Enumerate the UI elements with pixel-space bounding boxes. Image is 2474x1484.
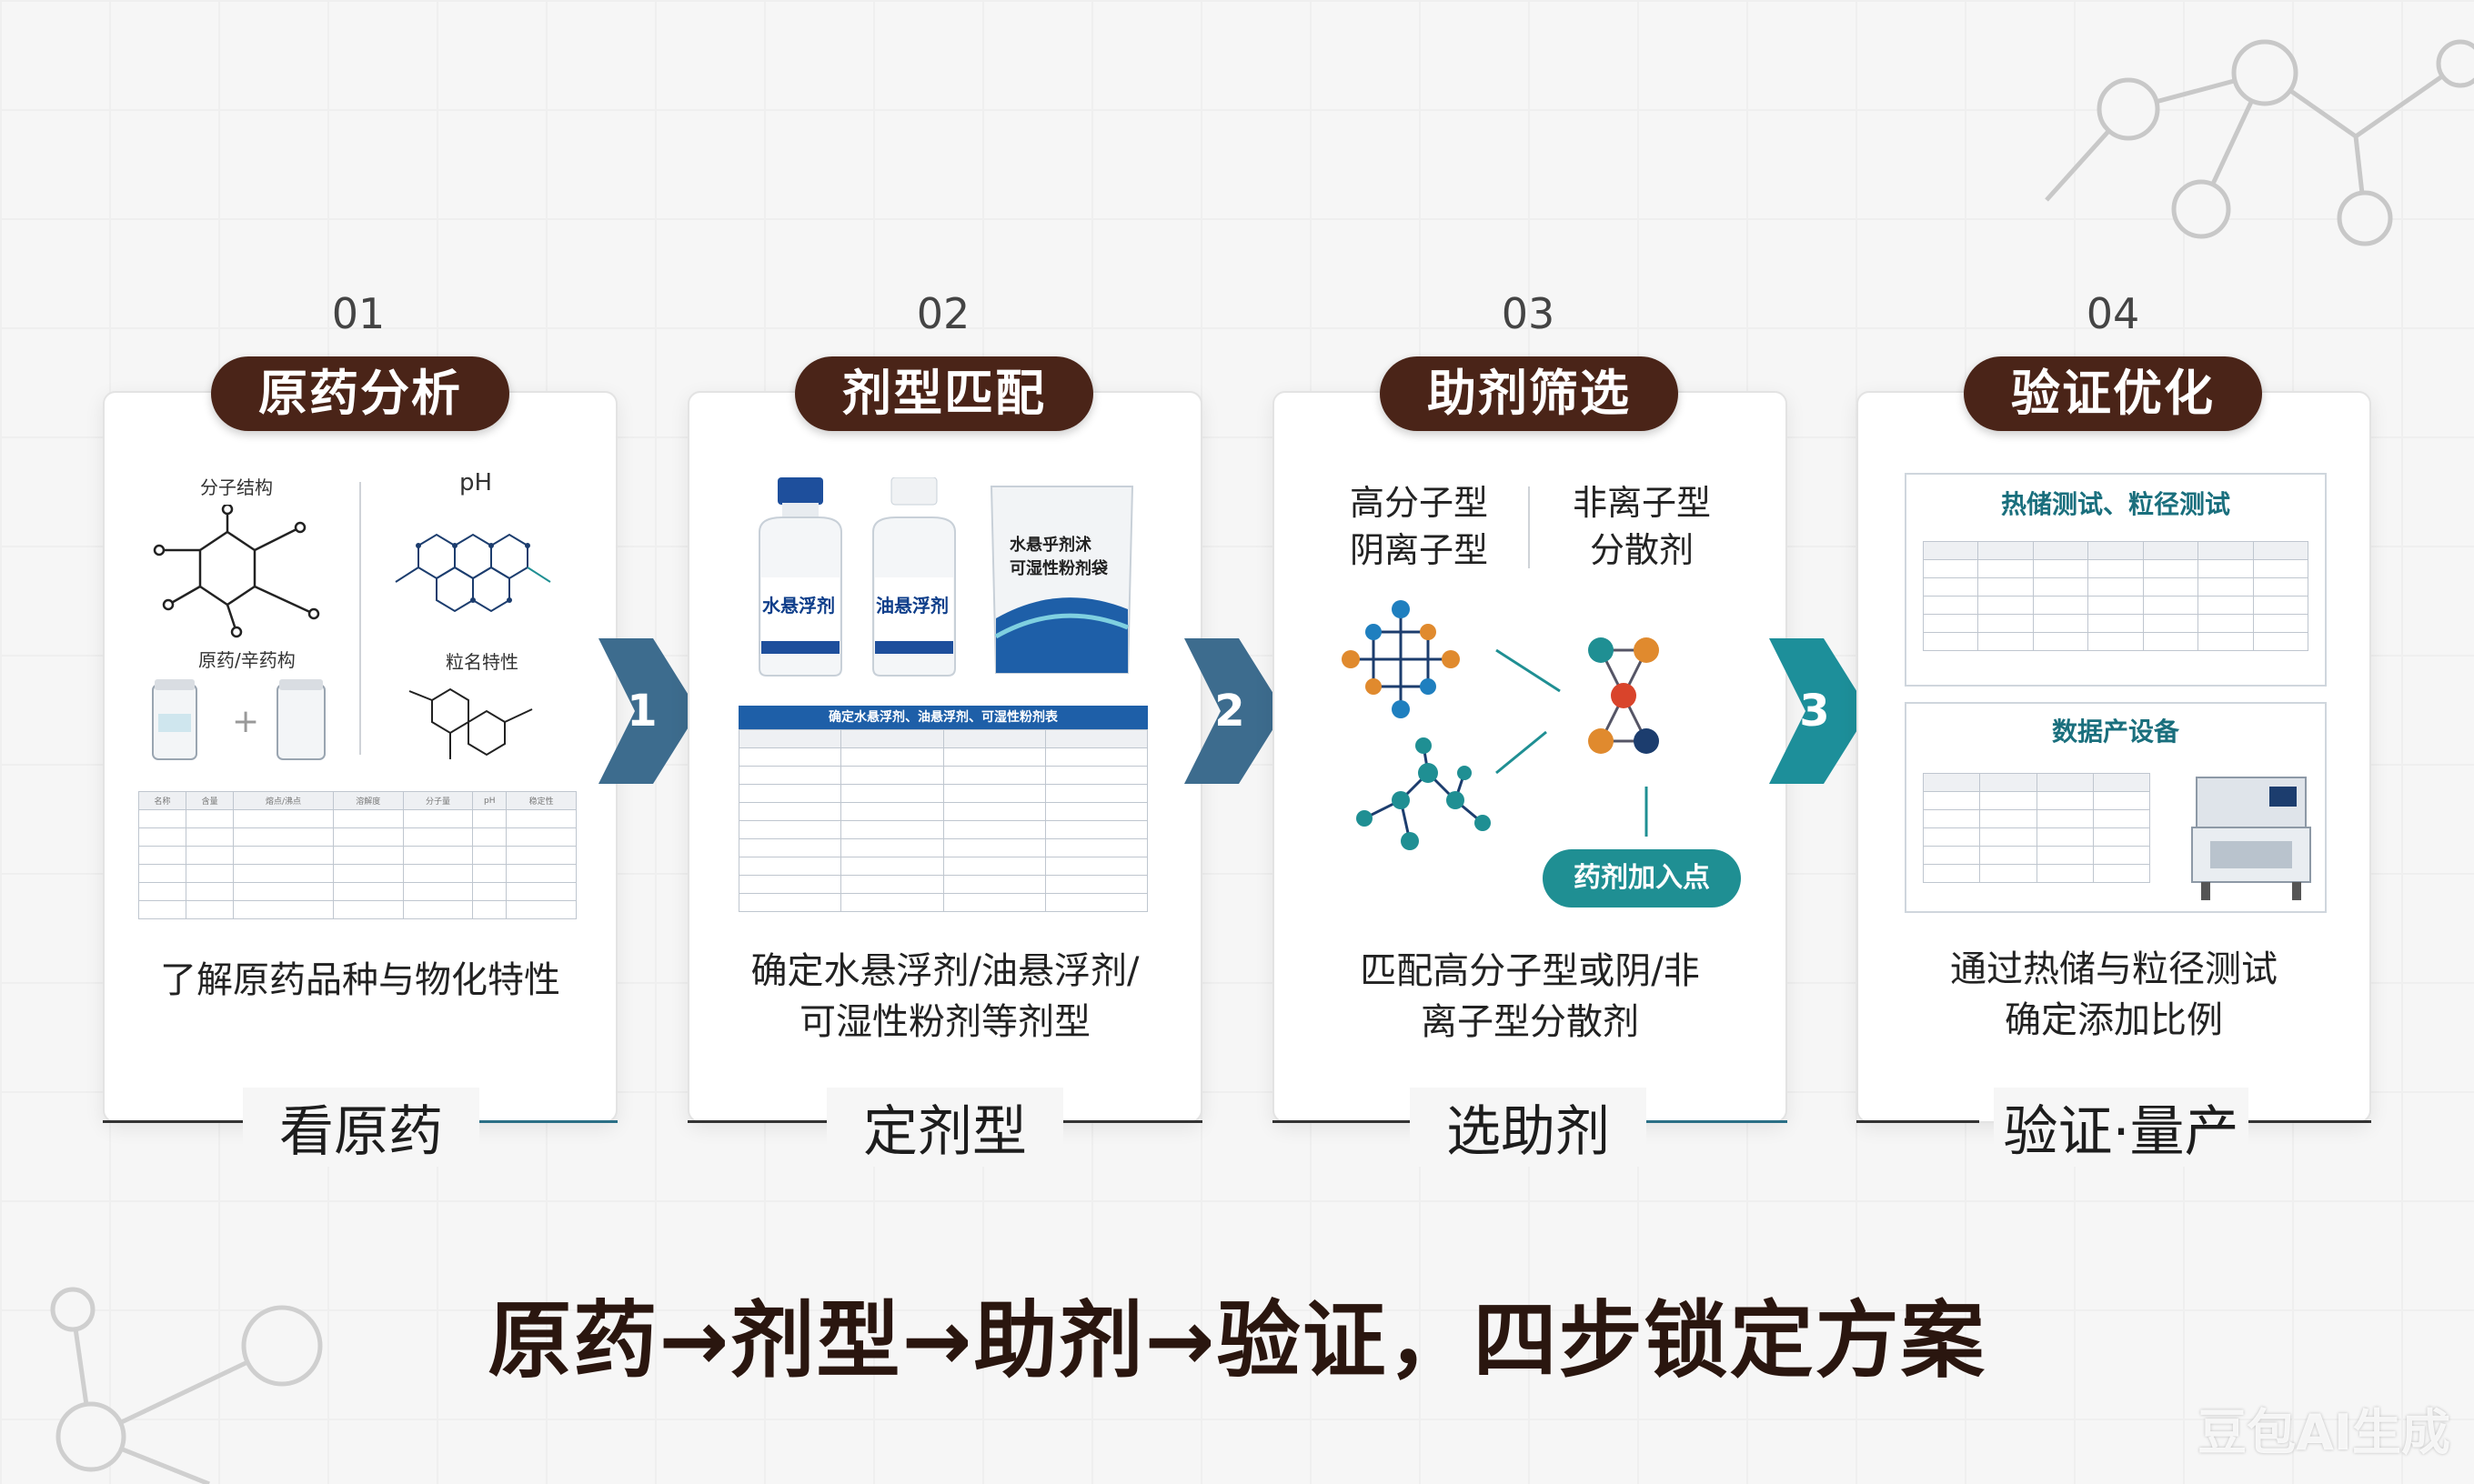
- step-number: 04: [2086, 289, 2140, 338]
- step-title-pill: 助剂筛选: [1380, 356, 1678, 431]
- ph-label: pH: [459, 469, 493, 496]
- footer-line-right: [466, 1120, 618, 1123]
- polymer-anionic-label: 高分子型 阴离子型: [1349, 483, 1488, 570]
- step-title-pill: 原药分析: [211, 356, 509, 431]
- step-description: 匹配高分子型或阴/非 离子型分散剂: [1360, 950, 1700, 1043]
- footer-line-left: [103, 1120, 257, 1123]
- bag-label: 水悬乎剂沭 可湿性粉剂袋: [1010, 536, 1108, 578]
- step-title-pill: 验证优化: [1964, 356, 2262, 431]
- step-description: 确定水悬浮剂/油悬浮剂/ 可湿性粉剂等剂型: [750, 950, 1140, 1043]
- divider: [1528, 486, 1530, 568]
- arrow-number: 2: [1214, 686, 1244, 737]
- footer-line-left: [1856, 1120, 1979, 1123]
- step-number: 03: [1501, 289, 1555, 338]
- equipment-table: [1922, 773, 2151, 883]
- variety-label: 原药/辛药构: [198, 649, 296, 671]
- production-machine-icon: [2191, 777, 2311, 900]
- step-number: 01: [331, 289, 386, 338]
- dispersant-network-icon: [1342, 600, 1659, 850]
- step-footer-label: 选助剂: [1410, 1088, 1646, 1167]
- step-description: 通过热储与粒径测试 确定添加比例: [1950, 948, 2278, 1041]
- footer-line-right: [1046, 1120, 1202, 1123]
- step-footer-label: 验证·量产: [1994, 1088, 2248, 1167]
- bottle-label: 水悬浮剂: [762, 595, 835, 617]
- step-arrow-2-icon: 2: [1184, 638, 1284, 784]
- formulation-table: [738, 729, 1149, 912]
- arrow-number: 1: [627, 686, 657, 737]
- formulation-table-header: 确定水悬浮剂、油悬浮剂、可湿性粉剂表: [739, 706, 1148, 729]
- step-arrow-1-icon: 1: [598, 638, 699, 784]
- sample-jars-icon: +: [152, 679, 326, 760]
- additive-point-badge: 药剂加入点: [1543, 849, 1741, 907]
- footer-line-left: [688, 1120, 844, 1123]
- step-footer-label: 看原药: [243, 1088, 479, 1167]
- step-arrow-3-icon: 3: [1769, 638, 1869, 784]
- particle-structure-icon: [408, 687, 533, 759]
- ph-structure-icon: [395, 533, 551, 613]
- structure-label: 分子结构: [200, 476, 273, 498]
- bottle-icon: [872, 477, 956, 677]
- test-caption: 热储测试、粒径测试: [2000, 489, 2230, 519]
- step-number: 02: [916, 289, 970, 338]
- powder-bag-icon: [990, 486, 1134, 674]
- step-description: 了解原药品种与物化特性: [160, 959, 560, 1001]
- test-table: [1922, 541, 2309, 651]
- svg-text:+: +: [232, 703, 259, 740]
- molecule-decoration-icon: [2045, 39, 2474, 246]
- step-footer-label: 定剂型: [827, 1088, 1063, 1167]
- arrow-number: 3: [1799, 686, 1829, 737]
- nonionic-label: 非离子型 分散剂: [1572, 483, 1711, 570]
- step-title-pill: 剂型匹配: [795, 356, 1093, 431]
- equipment-caption: 数据产设备: [2051, 717, 2179, 747]
- footer-line-left: [1272, 1120, 1418, 1123]
- molecule-decoration-icon: [50, 1287, 323, 1484]
- footer-line-right: [1628, 1120, 1787, 1123]
- divider: [359, 482, 361, 755]
- summary-title: 原药→剂型→助剂→验证，四步锁定方案: [488, 1292, 1986, 1389]
- molecule-structure-icon: [153, 505, 320, 638]
- bottle-label: 油悬浮剂: [876, 595, 949, 617]
- particle-label: 粒名特性: [446, 651, 518, 673]
- bottle-icon: [759, 477, 842, 677]
- watermark: 豆包AI生成: [2197, 1404, 2450, 1461]
- footer-line-right: [2247, 1120, 2371, 1123]
